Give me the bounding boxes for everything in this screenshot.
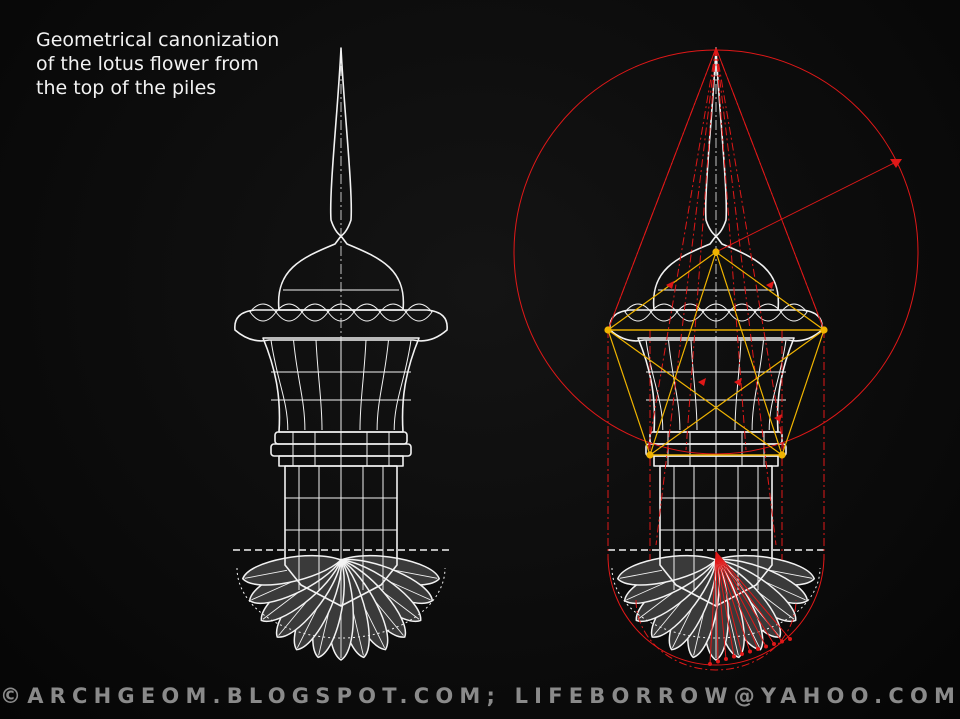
construction-node [604,326,612,334]
petal-rib [244,569,288,579]
finial-construction-drawing [608,47,824,661]
petal-rib [278,602,307,636]
fan-ray [715,551,759,650]
petal-rib [375,602,404,636]
arrow-head [890,159,902,168]
construction-node [778,451,786,459]
arrow-mark [734,378,742,386]
petal-rib [626,581,666,601]
fan-ray [715,551,719,662]
lotus-petal [616,554,718,586]
fan-ray [715,551,727,660]
caption: Geometrical canonization of the lotus fl… [36,28,316,100]
petal-rib [251,581,291,601]
scalloped-rim [234,303,448,342]
petal-arc [611,567,821,639]
footer-credit: ©ARCHGEOM.BLOGSPOT.COM; LIFEBORROW@YAHOO… [0,684,960,708]
ray-line [715,47,777,546]
petal-rib [766,581,806,601]
arrow-mark [774,414,782,422]
arrow-mark [698,378,706,386]
fan-ray [715,551,751,652]
caption-line-3: the top of the piles [36,77,217,99]
lower-shaft [659,465,773,607]
fan-ray [715,551,735,657]
fan-ray [715,551,743,655]
petal-rib [384,592,420,620]
fan-ray [715,551,783,642]
arrow-mark [666,281,674,289]
construction-lines [513,47,919,671]
caption-line-2: of the lotus flower from [36,53,259,75]
ray-line [655,47,717,546]
petal-rib [262,592,298,620]
petal-rib [318,613,329,656]
petal-rib [759,592,795,620]
petal-rib [693,613,704,656]
radius-arrow [715,161,897,253]
fan-point [772,642,776,646]
fan-ray [715,551,791,640]
fan-point [764,644,768,649]
cone-edge [715,47,825,331]
petal-arc [236,567,446,639]
caption-line-1: Geometrical canonization [36,29,280,51]
petal-rib [653,602,682,636]
construction-node [646,451,654,459]
ray-line [715,47,785,451]
fan-ray [715,551,775,645]
fan-point [788,637,792,641]
petal-rib [391,581,431,601]
petal-rib [637,592,673,620]
petal-rib [769,569,813,579]
ray-line [685,47,717,451]
petal-rib [353,613,364,656]
construction-node [712,248,720,256]
lower-arc-inner [635,599,797,671]
fan-point [732,654,736,659]
fan-ray [715,551,767,647]
petal-rib [728,613,739,656]
ray-line [647,47,717,451]
lotus-petals [236,554,446,661]
construction-node [820,326,828,334]
lower-arc [607,554,825,666]
yellow-star [604,248,828,459]
fan-point [756,647,760,651]
fan-point [748,649,752,654]
fan-point [708,662,712,666]
petal-rib [297,609,317,648]
arrow-mark [766,281,774,289]
petal-rib [394,569,438,579]
fan-point [780,639,784,644]
finial-plain-drawing [233,47,449,661]
petal-rib [365,609,385,648]
petal-rib [619,569,663,579]
fan-ray [709,551,717,665]
ray-line [715,47,747,451]
petal-rib [672,609,692,648]
fan-point [724,657,728,661]
lotus-petal [241,554,343,586]
cone-edge [607,47,717,331]
fan-point [740,652,744,656]
fan-point [716,659,720,664]
